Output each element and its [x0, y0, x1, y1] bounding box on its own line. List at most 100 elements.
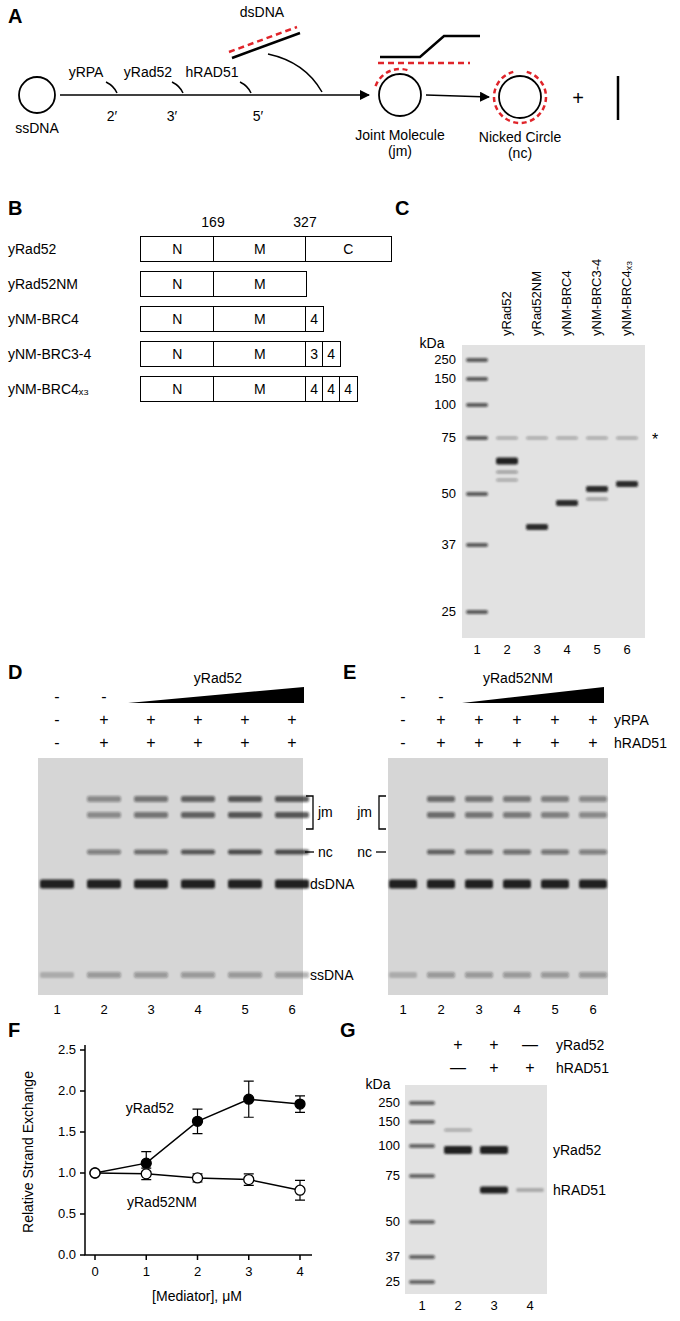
sign: - — [438, 688, 443, 706]
lane-number: 4 — [563, 643, 570, 658]
domain-box: N — [140, 341, 215, 367]
band-label: dsDNA — [310, 876, 354, 892]
lane-number: 2 — [100, 1003, 107, 1018]
error-bar — [295, 1096, 305, 1112]
domain-label: M — [254, 311, 266, 327]
gel-band — [275, 972, 309, 978]
gel-band — [579, 796, 607, 802]
data-point — [244, 1175, 254, 1185]
axis-tick — [80, 1254, 85, 1256]
marker-size: 250 — [434, 353, 456, 368]
series-label: yRad52 — [126, 1100, 174, 1116]
band-bracket — [379, 796, 386, 829]
axis-tick — [146, 1255, 148, 1260]
domain-box: M — [213, 271, 307, 297]
band-label: jm — [318, 804, 333, 820]
marker-size: 75 — [386, 1169, 400, 1184]
gel-band — [556, 500, 578, 506]
tick-label: 0 — [91, 1265, 98, 1280]
domain-label: 4 — [327, 346, 335, 362]
gel-band — [480, 1146, 508, 1154]
domain-label: N — [172, 276, 182, 292]
gel-band — [409, 1120, 435, 1124]
sign: — — [450, 1059, 466, 1077]
axis-tick — [80, 1090, 85, 1092]
tick-label: 2 — [194, 1265, 201, 1280]
gel — [388, 758, 608, 995]
gel-band — [503, 972, 531, 978]
gel-band — [275, 796, 309, 802]
gel-band — [427, 796, 455, 802]
gel-band — [275, 850, 309, 855]
gel-band — [409, 1144, 435, 1148]
data-point — [295, 1185, 305, 1195]
domain-label: 4 — [310, 311, 318, 327]
protein-label: hRAD51 — [186, 64, 239, 80]
axis-tick — [299, 1255, 301, 1260]
gel-band — [466, 403, 488, 407]
sign: + — [489, 1036, 498, 1054]
sign: - — [101, 688, 106, 706]
marker-size: 25 — [442, 605, 456, 620]
axis-tick — [80, 1049, 85, 1051]
protein-label: yRPA — [69, 64, 104, 80]
tick-label: 1.5 — [58, 1125, 76, 1140]
lane-number: 5 — [551, 1003, 558, 1018]
lane-header: yNM-BRC3-4 — [590, 259, 605, 336]
lane-header: yNM-BRC4 — [560, 270, 575, 336]
gel-band — [134, 972, 168, 978]
sign: + — [99, 711, 108, 729]
ssdna-circle — [379, 74, 421, 116]
lane-header: yRad52NM — [530, 271, 545, 336]
residue-number: 327 — [293, 214, 316, 230]
dna-circle: Joint Molecule (jm) — [378, 73, 422, 117]
lane-number: 2 — [437, 1003, 444, 1018]
domain-label: M — [254, 381, 266, 397]
gel-band — [444, 1129, 472, 1132]
construct-label: yRad52NM — [8, 276, 78, 292]
data-point — [90, 1168, 100, 1178]
lane-number: 3 — [147, 1003, 154, 1018]
lane-number: 6 — [288, 1003, 295, 1018]
panel-letter: B — [8, 197, 22, 220]
panel-letter: E — [343, 661, 356, 684]
gel-band — [465, 972, 493, 978]
gel-band — [427, 972, 455, 978]
residue-number: 169 — [201, 214, 224, 230]
sign: + — [512, 711, 521, 729]
gel-band — [616, 437, 638, 440]
gel-band — [466, 610, 488, 614]
sign: - — [400, 711, 405, 729]
data-point — [244, 1094, 254, 1104]
process-arrow — [426, 95, 489, 97]
gel-band — [466, 492, 488, 496]
gel-band — [409, 1101, 435, 1105]
marker-size: 250 — [378, 1096, 400, 1111]
addition-tick — [172, 82, 183, 93]
titration-wedge — [128, 687, 304, 703]
marker-size: 50 — [386, 1215, 400, 1230]
axis-tick — [94, 1255, 96, 1260]
domain-box: 4 — [322, 376, 341, 402]
tick-label: 2.5 — [58, 1043, 76, 1058]
sign: + — [453, 1036, 462, 1054]
gel-band — [503, 796, 531, 802]
construct-label: yNM-BRC4 — [8, 311, 79, 327]
sign: - — [54, 711, 59, 729]
band-bracket — [306, 796, 313, 829]
construct-label: yNM-BRC4ₓ₃ — [8, 381, 89, 397]
marker-size: 37 — [386, 1250, 400, 1265]
gel-band — [496, 437, 518, 440]
gel-band — [134, 850, 168, 855]
gel-band — [466, 358, 488, 362]
gel-band — [427, 850, 455, 855]
gel-band — [134, 812, 168, 818]
panel-letter: D — [8, 661, 22, 684]
panel-letter: G — [340, 1019, 356, 1042]
tick-label: 4 — [296, 1265, 303, 1280]
domain-box: M — [213, 376, 307, 402]
sign: + — [240, 734, 249, 752]
sign: + — [240, 711, 249, 729]
gel-band — [87, 812, 121, 818]
